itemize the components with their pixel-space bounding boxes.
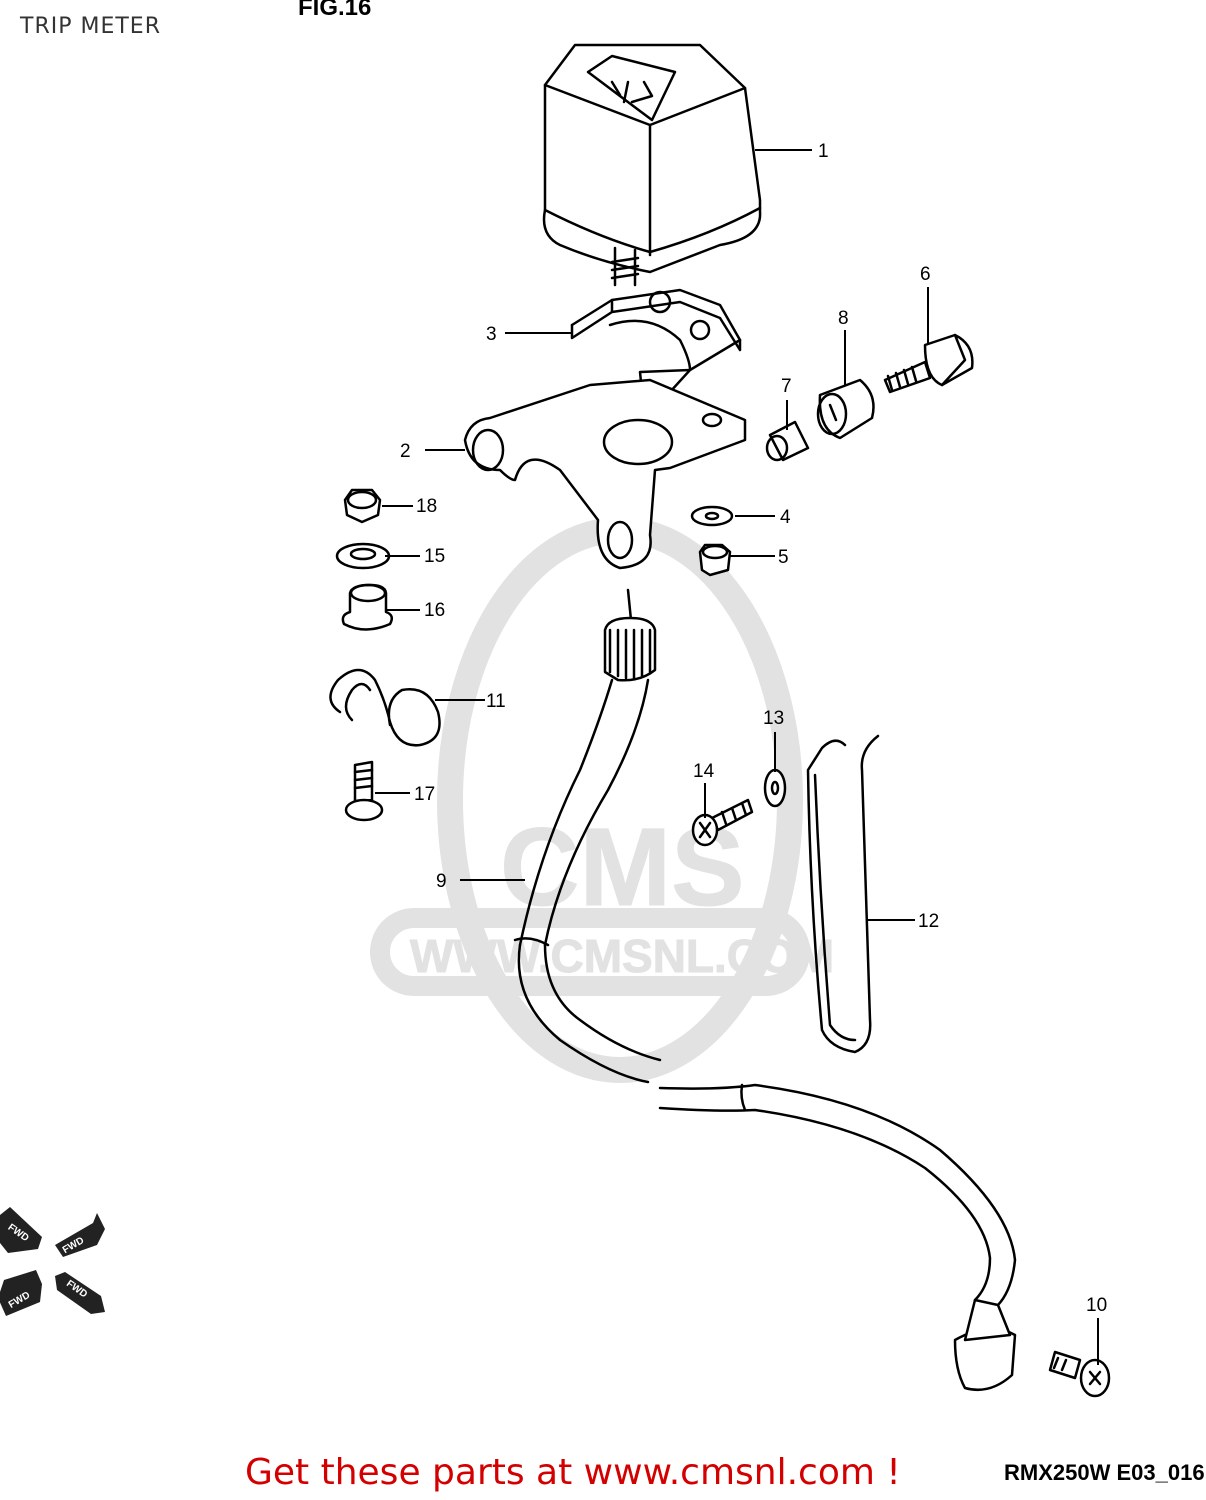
fwd-arrow-icon: FWD [0, 1207, 42, 1253]
callout-9: 9 [436, 871, 447, 892]
callout-7: 7 [781, 376, 792, 397]
callout-8: 8 [838, 308, 849, 329]
callout-14: 14 [693, 761, 715, 782]
watermark-url-text: WWW.CMSNL.COM [410, 930, 834, 982]
callout-16: 16 [424, 600, 445, 621]
wire-clamp-12 [806, 734, 880, 1054]
diagram-code: RMX250W E03_016 [1004, 1460, 1205, 1485]
screw-10 [1048, 1350, 1111, 1398]
nut-18 [343, 488, 382, 524]
fwd-arrow-icon: FWD [55, 1272, 105, 1314]
page-title: TRIP METER [20, 14, 161, 39]
callout-17: 17 [414, 784, 435, 805]
washer-4 [690, 505, 734, 527]
callout-11: 11 [486, 691, 506, 712]
main-bracket [463, 378, 747, 570]
promo-link[interactable]: Get these parts at www.cmsnl.com ! [245, 1452, 901, 1493]
callout-13: 13 [763, 708, 784, 729]
spring-clip-11 [329, 668, 441, 747]
bolt-6 [883, 333, 974, 394]
fwd-arrow-icon: FWD [55, 1213, 105, 1257]
orientation-icons: FWD FWD FWD FWD [0, 1207, 105, 1316]
callout-10: 10 [1086, 1295, 1107, 1316]
callout-labels: 1 2 3 4 5 6 7 8 9 10 11 12 13 14 15 16 1… [400, 141, 1107, 1316]
nut-5 [698, 543, 732, 577]
callout-4: 4 [780, 507, 791, 528]
fwd-arrow-icon: FWD [0, 1270, 42, 1316]
trip-meter-housing [542, 43, 762, 287]
screw-17 [344, 760, 384, 822]
screw-14 [691, 798, 754, 847]
callout-5: 5 [778, 547, 789, 568]
callout-3: 3 [486, 324, 497, 345]
meter-plate [570, 288, 742, 394]
callout-18: 18 [416, 496, 437, 517]
washer-15 [335, 542, 391, 570]
meter-cable-9 [513, 588, 1017, 1392]
callout-1: 1 [818, 141, 829, 162]
figure-label: FIG.16 [298, 0, 372, 21]
cms-watermark: CMS WWW.CMSNL.COM [370, 517, 835, 1083]
washer-13 [763, 768, 787, 808]
callout-12: 12 [918, 911, 939, 932]
leader-lines [375, 149, 1099, 1365]
callout-2: 2 [400, 441, 411, 462]
callout-6: 6 [920, 264, 931, 285]
grommet-8 [816, 378, 875, 440]
bushing-16 [341, 583, 394, 631]
callout-15: 15 [424, 546, 445, 567]
